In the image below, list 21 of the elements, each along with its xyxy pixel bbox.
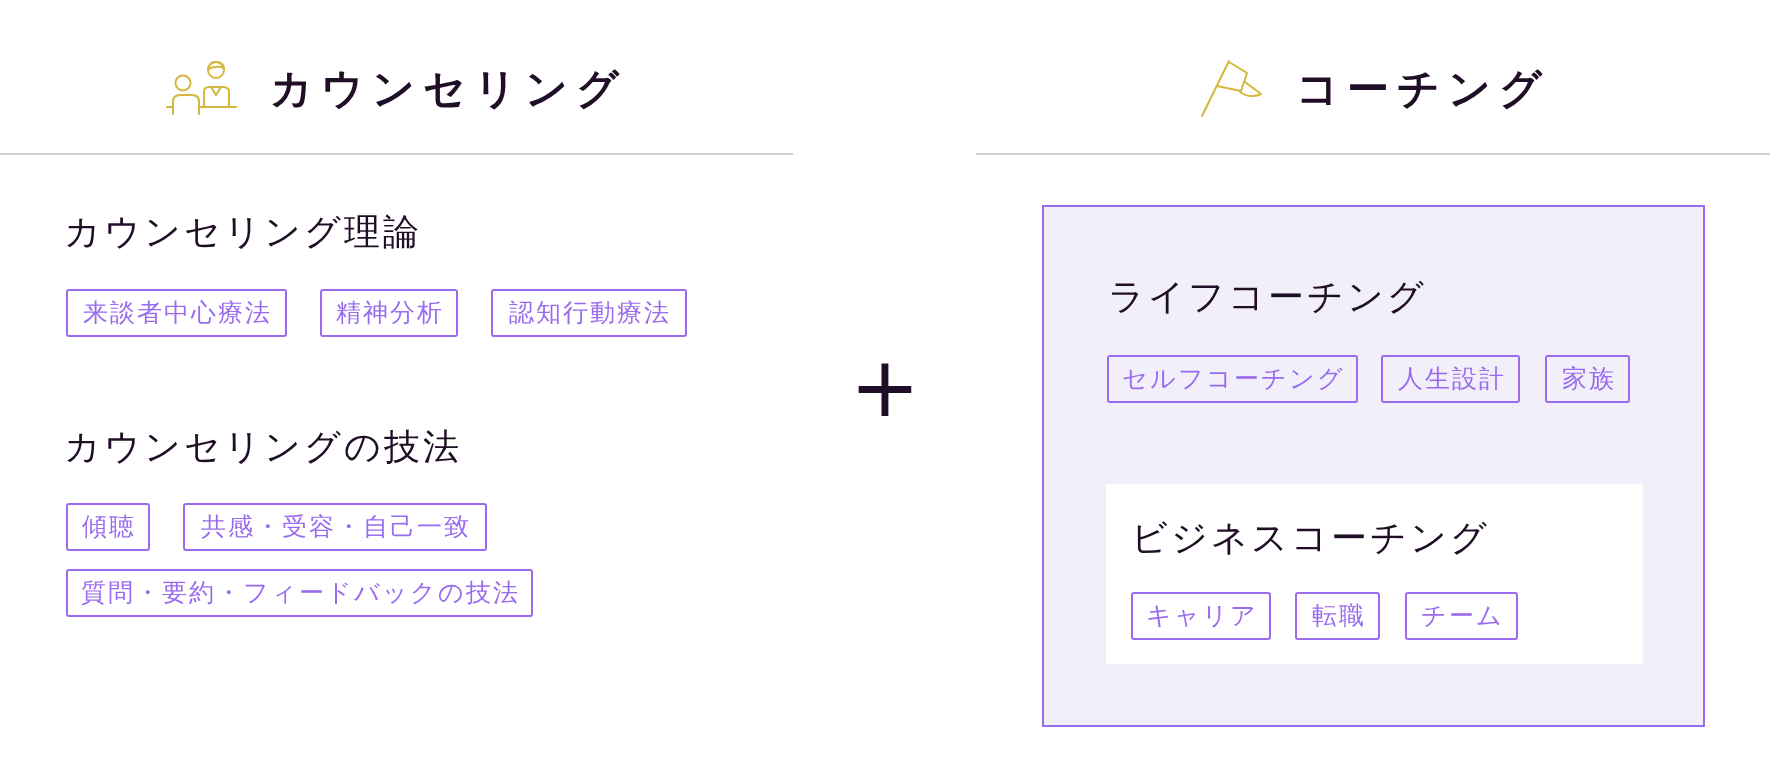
- keyword-tag: チーム: [1405, 592, 1518, 640]
- plus-sign: +: [848, 345, 922, 429]
- keyword-tag: セルフコーチング: [1107, 355, 1358, 403]
- keyword-tag: 傾聴: [66, 503, 150, 551]
- keyword-tag: キャリア: [1131, 592, 1271, 640]
- subheading: カウンセリング理論: [64, 210, 422, 254]
- keyword-tag: 精神分析: [320, 289, 458, 337]
- inner-panel: [1106, 484, 1643, 664]
- column-heading: カウンセリング: [270, 63, 627, 115]
- keyword-tag: 質問・要約・フィードバックの技法: [66, 569, 533, 617]
- keyword-tag: 来談者中心療法: [66, 289, 287, 337]
- group-heading: ビジネスコーチング: [1131, 516, 1490, 560]
- group-heading: ライフコーチング: [1108, 275, 1427, 319]
- column-heading: コーチング: [1296, 63, 1550, 115]
- subheading: カウンセリングの技法: [64, 425, 462, 469]
- keyword-tag: 人生設計: [1381, 355, 1520, 403]
- keyword-tag: 家族: [1545, 355, 1630, 403]
- keyword-tag: 共感・受容・自己一致: [183, 503, 487, 551]
- keyword-tag: 認知行動療法: [491, 289, 687, 337]
- group-panel: [1042, 205, 1705, 727]
- keyword-tag: 転職: [1295, 592, 1380, 640]
